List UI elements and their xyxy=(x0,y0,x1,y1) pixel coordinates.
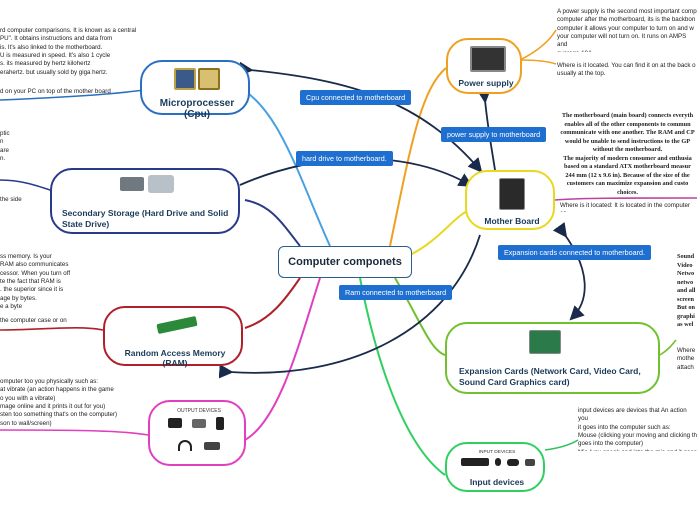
projector-icon xyxy=(204,442,220,450)
motherboard-title: Mother Board xyxy=(484,216,540,226)
psu-location: Where is it located. You can find it on … xyxy=(557,62,696,78)
psu-description: A power supply is the second most import… xyxy=(557,8,697,52)
gamepad-icon xyxy=(507,459,519,466)
mouse-icon xyxy=(495,458,501,466)
edge-cpu xyxy=(239,87,331,247)
cpu-location: d on your PC on top of the mother board xyxy=(0,88,111,95)
psu-image xyxy=(470,46,506,72)
cpu-description: rd computer comparisons. It is known as … xyxy=(0,27,137,76)
edge-psu-note xyxy=(519,29,557,65)
cpu-socket-image xyxy=(198,68,220,90)
speaker-icon xyxy=(216,417,224,430)
storage-node[interactable]: Secondary Storage (Hard Drive and Solid … xyxy=(50,168,240,234)
edge-ram xyxy=(244,277,301,329)
edge-ram-note xyxy=(0,326,104,331)
keyboard-icon xyxy=(461,458,489,466)
edge-exp-note xyxy=(659,339,677,356)
cpu-title: Microprocesser (Cpu) xyxy=(159,98,235,120)
motherboard-node[interactable]: Mother Board xyxy=(465,170,555,230)
expansion-location: Where mothe attach xyxy=(677,347,696,371)
output-node[interactable]: OUTPUT DEVICES xyxy=(148,400,246,466)
edge-mb xyxy=(409,209,471,256)
tag-ram-motherboard[interactable]: Ram connected to motherboard xyxy=(339,285,453,300)
storage-description: ptic n are n. xyxy=(0,130,10,163)
ram-node[interactable]: Random Access Memory (RAM) xyxy=(103,306,243,368)
edge-storage xyxy=(244,199,301,247)
input-description: input devices are devices that An action… xyxy=(578,407,697,451)
storage-location: the side xyxy=(0,196,22,203)
tag-expansion-motherboard[interactable]: Expansion cards connected to motherboard… xyxy=(498,245,652,260)
ram-title: Random Access Memory (RAM) xyxy=(124,348,226,368)
expansion-card-image xyxy=(529,330,561,354)
ram-description: ss memory. Is your RAM also communicates… xyxy=(0,253,71,311)
central-topic[interactable]: Computer componets xyxy=(278,246,412,278)
headphones-icon xyxy=(178,440,192,451)
cpu-node[interactable]: Microprocesser (Cpu) xyxy=(140,60,250,120)
input-image-label: INPUT DEVICES xyxy=(478,450,516,455)
tag-hdd-motherboard[interactable]: hard drive to motherboard. xyxy=(296,151,393,166)
edge-output-note xyxy=(0,429,149,436)
edge-input xyxy=(359,277,446,476)
ram-location: the computer case or on xyxy=(0,317,67,324)
output-description: omputer too you physically such as: at v… xyxy=(0,378,118,427)
cpu-chip-image xyxy=(174,68,196,90)
expansion-title: Expansion Cards (Network Card, Video Car… xyxy=(459,366,641,387)
motherboard-description: The motherboard (main board) connects ev… xyxy=(560,112,695,194)
edge-mb-note xyxy=(554,197,697,201)
expansion-description: Sound Video Netwo netwo and all screen B… xyxy=(677,253,696,328)
scanner-icon xyxy=(525,459,535,466)
edge-output xyxy=(244,277,321,441)
motherboard-image xyxy=(499,178,525,210)
input-title: Input devices xyxy=(469,477,525,487)
ssd-image xyxy=(120,177,144,191)
edge-input-note xyxy=(544,439,579,451)
expansion-node[interactable]: Expansion Cards (Network Card, Video Car… xyxy=(445,322,660,394)
tag-psu-motherboard[interactable]: power supply to motherboard xyxy=(441,127,547,142)
psu-title: Power supply xyxy=(458,78,514,88)
monitor-icon xyxy=(168,418,182,428)
ram-stick-image xyxy=(156,315,198,335)
arrow-ram-mb xyxy=(218,234,481,379)
input-node[interactable]: INPUT DEVICES Input devices xyxy=(445,442,545,492)
edge-storage-note xyxy=(0,179,51,191)
tag-cpu-motherboard[interactable]: Cpu connected to motherboard xyxy=(300,90,412,105)
motherboard-location: Where is it located: It is located in th… xyxy=(560,202,690,212)
printer-icon xyxy=(192,419,206,428)
hdd-image xyxy=(148,175,174,193)
psu-node[interactable]: Power supply xyxy=(446,38,522,94)
storage-title: Secondary Storage (Hard Drive and Solid … xyxy=(62,208,229,229)
output-image-label: OUTPUT DEVICES xyxy=(177,408,221,414)
